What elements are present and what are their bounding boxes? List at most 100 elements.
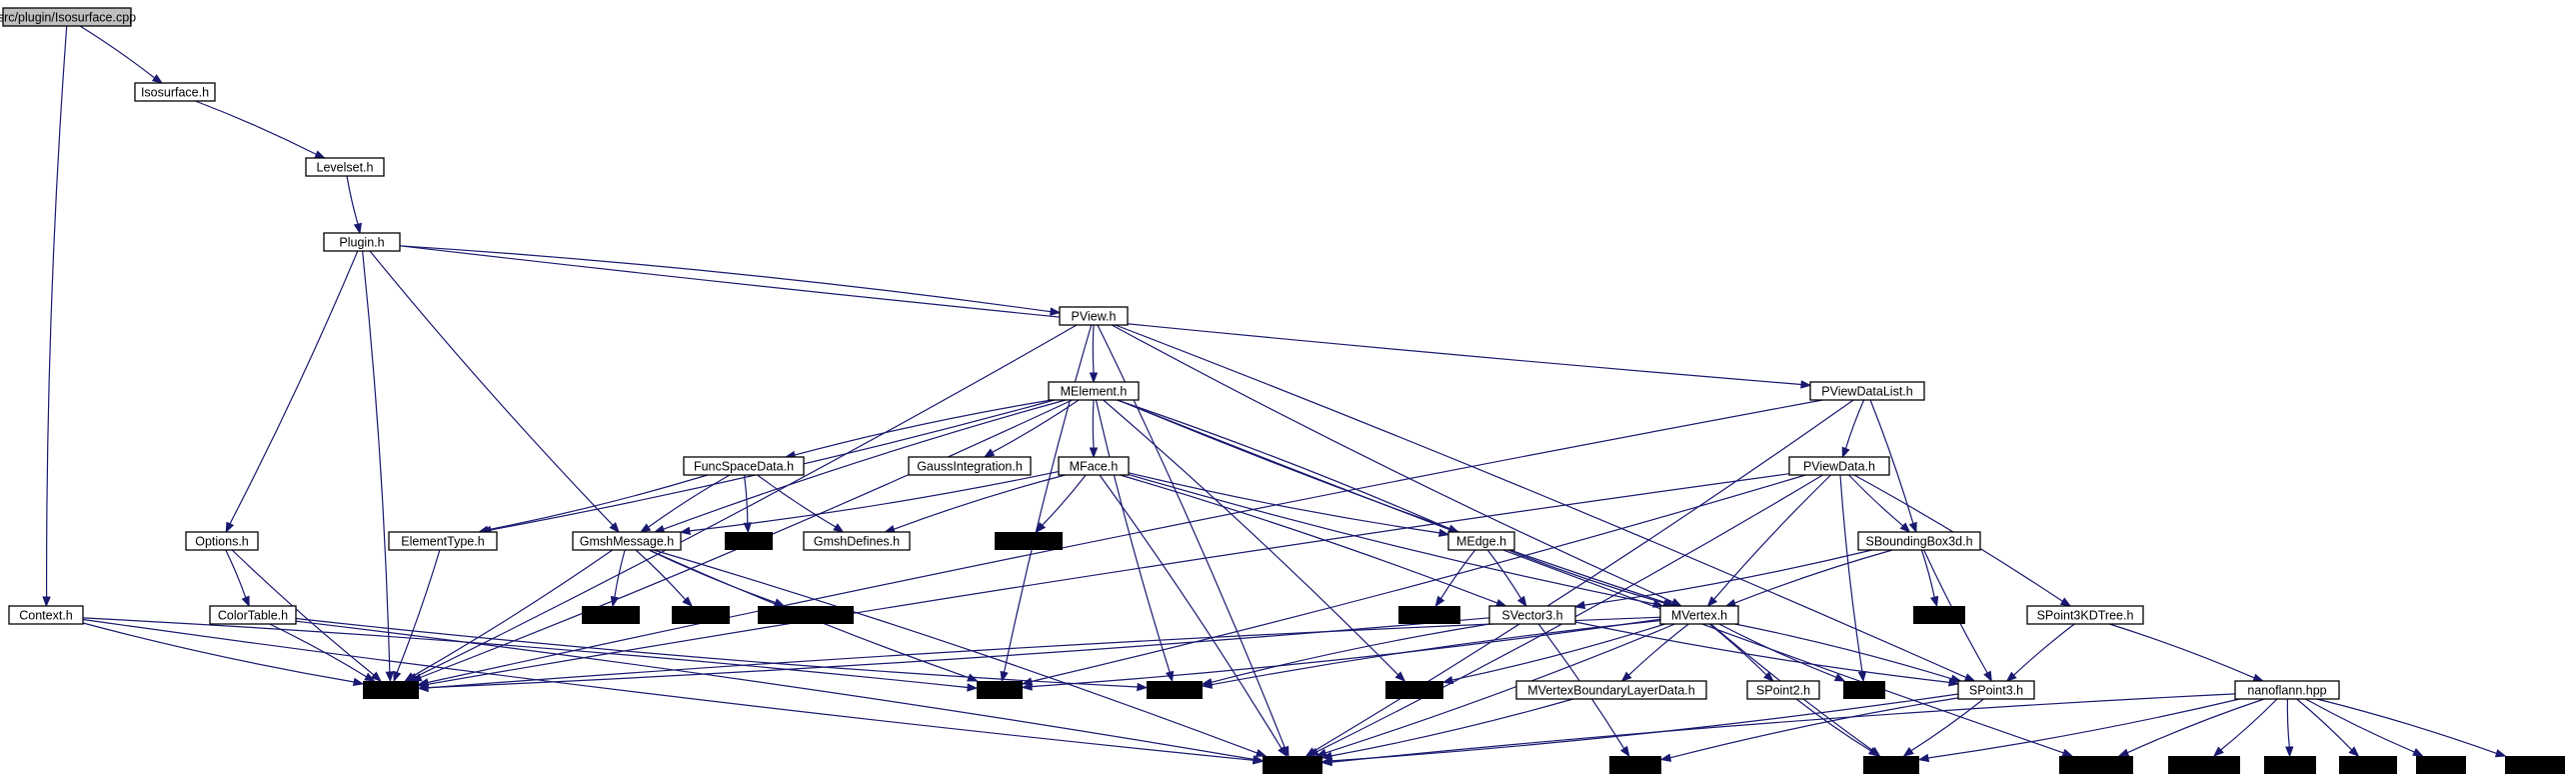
node-label: PView.h xyxy=(1072,310,1117,324)
node-gmshmessage-h[interactable]: GmshMessage.h xyxy=(572,531,682,551)
node-gaussintegration-h[interactable]: GaussIntegration.h xyxy=(908,456,1032,476)
arrowhead xyxy=(1899,522,1911,533)
edge-opt-to-ctab xyxy=(225,549,250,608)
node-label: functional xyxy=(1002,535,1056,549)
node-iostream: iostream xyxy=(1398,606,1460,624)
edge-pvdl-to-vector xyxy=(1304,399,1854,757)
node-medge-h[interactable]: MEdge.h xyxy=(1447,531,1515,551)
node-label: stdexcept xyxy=(2177,759,2231,773)
arrowhead xyxy=(1983,670,1992,683)
node-box xyxy=(1048,381,1140,401)
node-pviewdata-h[interactable]: PViewData.h xyxy=(1788,456,1890,476)
node-context-h[interactable]: Context.h xyxy=(8,605,84,625)
arrowhead xyxy=(1800,380,1812,389)
arrowhead xyxy=(1867,747,1880,757)
node-plugin-h[interactable]: Plugin.h xyxy=(323,232,401,252)
edge-mel-to-mvert xyxy=(1118,399,1676,607)
node-pviewdatalist-h[interactable]: PViewDataList.h xyxy=(1809,381,1925,401)
node-label: PViewData.h xyxy=(1803,460,1875,474)
edge-sbb-to-mvert xyxy=(1724,549,1893,607)
arrowhead xyxy=(609,522,620,534)
edge-mel-to-mface xyxy=(1089,399,1099,459)
node-spoint3kdtree-h[interactable]: SPoint3KDTree.h xyxy=(2026,605,2144,625)
edge-fsd-to-gdef xyxy=(757,474,845,533)
node-spoint2-h[interactable]: SPoint2.h xyxy=(1746,680,1820,700)
node-options-h[interactable]: Options.h xyxy=(185,531,259,551)
node-label: Levelset.h xyxy=(317,161,374,175)
arrowhead xyxy=(42,596,51,608)
arrowhead xyxy=(241,595,250,608)
node-label: MFace.h xyxy=(1070,460,1119,474)
node-box xyxy=(572,531,682,551)
edge-nano-to-vector xyxy=(1320,693,2236,767)
arrowhead xyxy=(1706,596,1718,608)
node-box xyxy=(803,531,911,551)
arrowhead xyxy=(967,683,979,692)
node-box xyxy=(1059,306,1129,326)
edge-mvert-to-fstream xyxy=(1441,623,1665,685)
node-spoint3-h[interactable]: SPoint3.h xyxy=(1957,680,2035,700)
node-mvertexboundarylayerdata-h[interactable]: MVertexBoundaryLayerData.h xyxy=(1515,680,1707,700)
edge-pvd-to-mvert xyxy=(1706,474,1831,608)
node-box xyxy=(2505,756,2565,774)
node-box xyxy=(1809,381,1925,401)
node-label: ElementType.h xyxy=(401,535,484,549)
node-elementtype-h[interactable]: ElementType.h xyxy=(388,531,498,551)
node-label: cmath xyxy=(1874,759,1908,773)
arrowhead xyxy=(2061,748,2074,757)
arrowhead xyxy=(364,672,376,682)
edge-gmsg-to-atomic xyxy=(610,549,626,608)
node-isosurface-h[interactable]: Isosurface.h xyxy=(134,82,216,102)
edge-nano-to-cassert xyxy=(2316,698,2507,758)
arrowhead xyxy=(2285,746,2294,758)
node-cstdlib: cstdlib xyxy=(2339,756,2397,774)
arrowhead xyxy=(1841,446,1850,459)
node-map: map xyxy=(977,681,1023,699)
arrowhead xyxy=(1320,757,1332,767)
edge-iso-to-lvl xyxy=(195,100,326,159)
node-mvertex-h[interactable]: MVertex.h xyxy=(1659,605,1739,625)
node-gmshconfig-h: GmshConfig.h xyxy=(758,606,854,624)
edge-mface-to-medge xyxy=(1128,472,1450,537)
node-box xyxy=(2168,756,2240,774)
edge-kdt-to-sp3 xyxy=(2005,623,2075,682)
node-label: MVertex.h xyxy=(1671,609,1727,623)
arrowhead xyxy=(1307,747,1319,757)
arrowhead xyxy=(2212,746,2224,757)
node-svector3-h[interactable]: SVector3.h xyxy=(1488,605,1576,625)
node-src-plugin-isosurface-cpp[interactable]: src/plugin/Isosurface.cpp xyxy=(0,7,136,27)
node-melement-h[interactable]: MElement.h xyxy=(1048,381,1140,401)
arrowhead xyxy=(1902,747,1914,757)
edge-sbb-to-floath xyxy=(1920,549,1939,608)
edge-pview-to-mel xyxy=(1089,324,1099,384)
edge-ctx-to-map xyxy=(82,617,979,692)
arrowhead xyxy=(1857,671,1867,683)
node-nanoflann-hpp[interactable]: nanoflann.hpp xyxy=(2234,680,2340,700)
node-sboundingbox3d-h[interactable]: SBoundingBox3d.h xyxy=(1857,531,1981,551)
node-mface-h[interactable]: MFace.h xyxy=(1058,456,1130,476)
arrowhead xyxy=(1278,745,1288,758)
edge-sp2-to-cmath xyxy=(1795,698,1880,757)
node-label: algorithm xyxy=(2070,759,2121,773)
node-label: SPoint2.h xyxy=(1756,684,1810,698)
arrowhead xyxy=(1035,522,1047,534)
node-box xyxy=(1447,531,1515,551)
node-gmshdefines-h[interactable]: GmshDefines.h xyxy=(803,531,911,551)
arrowhead xyxy=(151,74,164,84)
arrowhead xyxy=(1089,447,1099,459)
node-box xyxy=(2026,605,2144,625)
edge-gmsg-to-vector xyxy=(653,549,1268,757)
arrowhead xyxy=(417,683,429,693)
node-pview-h[interactable]: PView.h xyxy=(1059,306,1129,326)
node-box xyxy=(1788,456,1890,476)
node-levelset-h[interactable]: Levelset.h xyxy=(305,157,385,177)
node-funcspacedata-h[interactable]: FuncSpaceData.h xyxy=(683,456,805,476)
arrowhead xyxy=(1255,748,1268,757)
edge-etype-to-string xyxy=(393,549,441,683)
arrowhead xyxy=(404,672,416,682)
node-colortable-h[interactable]: ColorTable.h xyxy=(209,605,297,625)
arrowhead xyxy=(1619,745,1630,758)
node-label: MVertexBoundaryLayerData.h xyxy=(1527,684,1695,698)
arrowhead xyxy=(225,521,235,534)
